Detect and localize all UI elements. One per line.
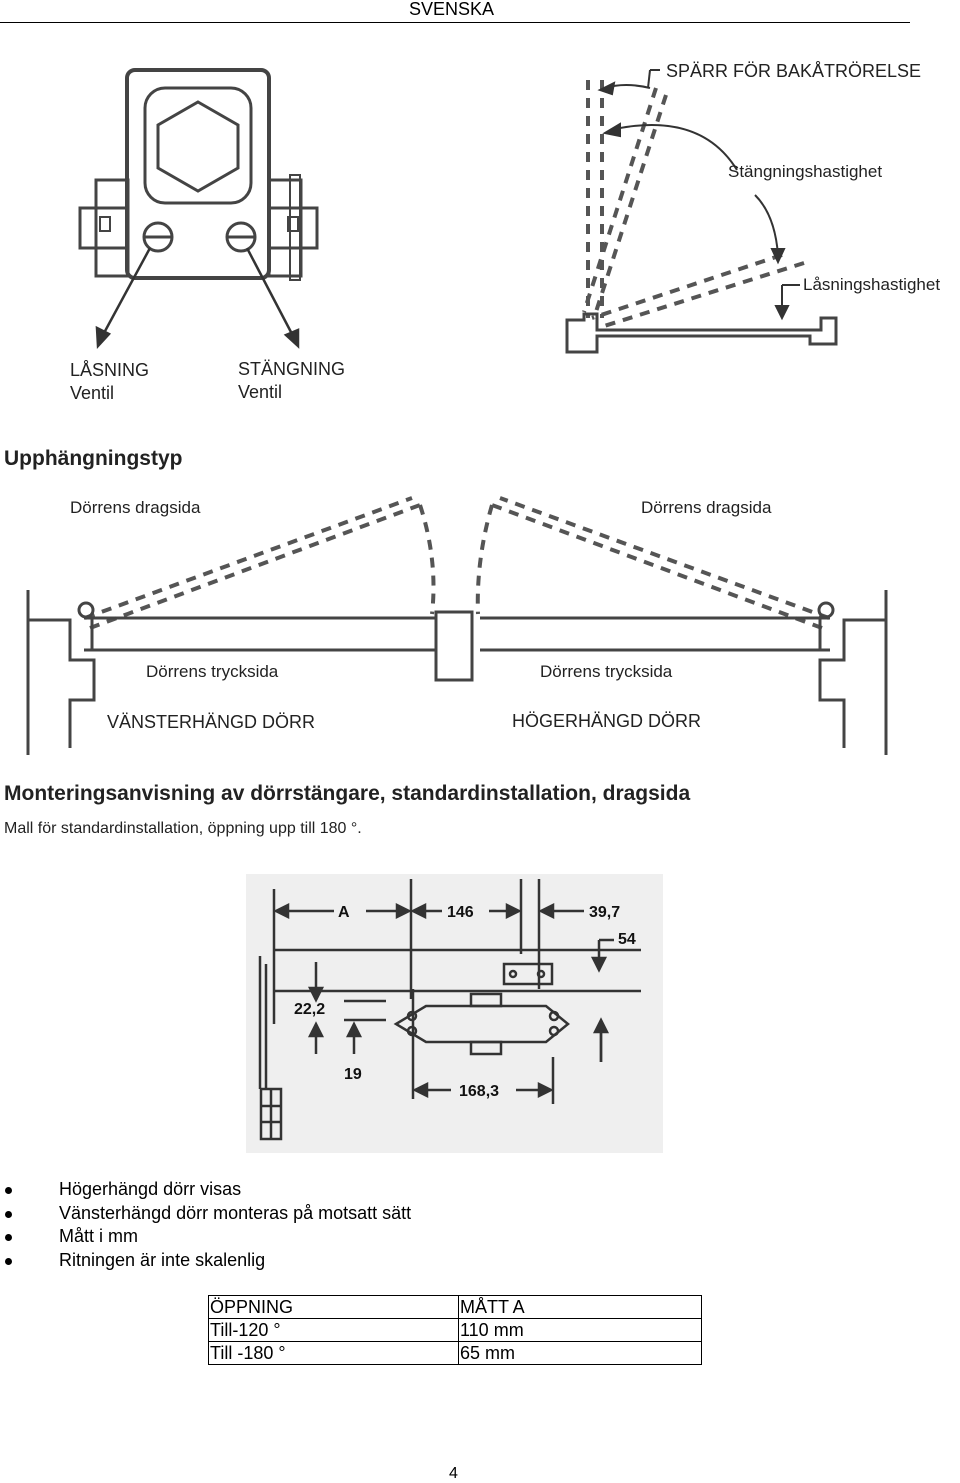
- note-item: Mått i mm: [0, 1225, 411, 1249]
- closing-valve-label: STÄNGNING Ventil: [238, 358, 345, 404]
- notes-list: Högerhängd dörr visas Vänsterhängd dörr …: [0, 1178, 411, 1272]
- dim-a: A: [338, 904, 350, 921]
- mounting-title: Upphängningstyp: [4, 447, 183, 470]
- template-lines: A 146 39,7 54 22,2 19 168,3: [258, 879, 641, 1141]
- locking-screw: [142, 221, 174, 253]
- dim-54: 54: [618, 931, 636, 948]
- push-side-left-label: Dörrens trycksida: [146, 662, 279, 681]
- closing-speed-label: Stängningshastighet: [728, 162, 883, 181]
- table-row: Till-120 ° 110 mm: [208, 1318, 702, 1342]
- installation-title: Monteringsanvisning av dörrstängare, sta…: [4, 782, 691, 805]
- template-bracket: [502, 962, 554, 986]
- language-label: SVENSKA: [409, 0, 495, 19]
- table-header: ÖPPNING: [208, 1295, 459, 1319]
- table-cell: 110 mm: [458, 1318, 702, 1342]
- closing-valve-sub: Ventil: [238, 382, 283, 402]
- dim-19: 19: [344, 1066, 362, 1083]
- note-item: Ritningen är inte skalenlig: [0, 1249, 411, 1273]
- latching-speed-label: Låsningshastighet: [803, 275, 941, 294]
- table-cell: 65 mm: [458, 1341, 702, 1365]
- table-cell: Till -180 °: [208, 1341, 459, 1365]
- note-item: Vänsterhängd dörr monteras på motsatt sä…: [0, 1202, 411, 1226]
- valve-diagram: [78, 68, 319, 350]
- left-hand-label: VÄNSTERHÄNGD DÖRR: [107, 712, 316, 732]
- template-drawing: [246, 874, 663, 1153]
- dim-39-7: 39,7: [589, 904, 620, 921]
- backcheck-label: SPÄRR FÖR BAKÅTRÖRELSE: [666, 61, 922, 81]
- closing-screw: [225, 221, 257, 253]
- push-side-right-label: Dörrens trycksida: [540, 662, 673, 681]
- hinge-left: [77, 601, 95, 619]
- page-header: SVENSKA: [0, 0, 910, 23]
- right-hand-label: HÖGERHÄNGD DÖRR: [512, 711, 702, 731]
- template-arm: [393, 1004, 570, 1044]
- pull-side-left-label: Dörrens dragsida: [70, 498, 201, 517]
- pull-side-right-label: Dörrens dragsida: [641, 498, 772, 517]
- note-item: Högerhängd dörr visas: [0, 1178, 411, 1202]
- hex-nut: [156, 100, 240, 193]
- table-row: Till -180 ° 65 mm: [208, 1341, 702, 1365]
- locking-valve-title: LÅSNING: [70, 360, 150, 380]
- dim-22-2: 22,2: [294, 1001, 325, 1018]
- table-header: MÅTT A: [458, 1295, 702, 1319]
- table-header-row: ÖPPNING MÅTT A: [208, 1295, 702, 1319]
- page-number: 4: [449, 1465, 458, 1482]
- dim-168-3: 168,3: [459, 1083, 499, 1100]
- table-cell: Till-120 °: [208, 1318, 459, 1342]
- opening-table: ÖPPNING MÅTT A Till-120 ° 110 mm Till -1…: [208, 1295, 702, 1365]
- closing-valve-title: STÄNGNING: [238, 359, 346, 379]
- speed-diagram: [565, 69, 838, 354]
- locking-valve-sub: Ventil: [70, 383, 115, 403]
- dim-146: 146: [447, 904, 474, 921]
- closer-body: [125, 68, 271, 280]
- locking-valve-label: LÅSNING Ventil: [70, 359, 149, 405]
- installation-subtitle: Mall för standardinstallation, öppning u…: [4, 820, 362, 837]
- mounting-diagram: [26, 496, 888, 755]
